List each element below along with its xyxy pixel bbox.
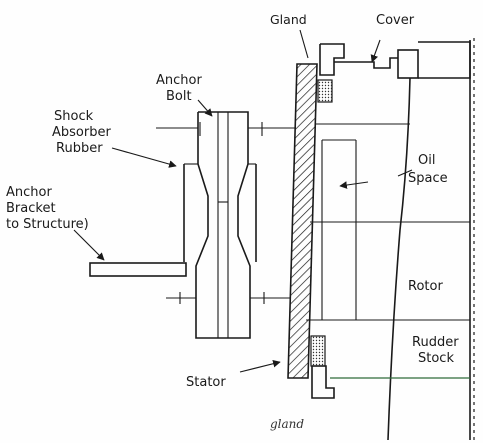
label-shock-1: Shock	[54, 109, 94, 124]
label-shock-3: Rubber	[56, 141, 103, 156]
anchor-bolt-assembly	[156, 111, 296, 339]
label-gland-handwritten: gland	[270, 417, 304, 431]
anchor-bracket	[89, 262, 187, 277]
oil-space-lines	[306, 123, 470, 321]
label-bracket-1: Anchor	[6, 185, 52, 200]
rotor-outline	[387, 38, 475, 441]
label-rotor: Rotor	[408, 279, 443, 294]
label-bracket-3: to Structure)	[6, 217, 89, 232]
label-shock-2: Absorber	[52, 125, 111, 140]
label-anchor-bolt-1: Anchor	[156, 73, 202, 88]
label-anchor-bolt-2: Bolt	[166, 89, 192, 104]
gland-top	[317, 43, 345, 103]
stator-body	[287, 63, 318, 379]
leader-lines	[73, 29, 413, 373]
label-gland: Gland	[270, 12, 307, 27]
label-oil: Oil	[418, 153, 435, 168]
label-stator: Stator	[186, 375, 226, 390]
label-cover: Cover	[376, 13, 415, 28]
label-space: Space	[408, 171, 448, 186]
cover	[334, 41, 471, 79]
label-bracket-2: Bracket	[6, 201, 56, 216]
gland-bottom	[310, 335, 335, 399]
label-rudder: Rudder	[412, 335, 459, 350]
label-stock: Stock	[418, 351, 454, 366]
